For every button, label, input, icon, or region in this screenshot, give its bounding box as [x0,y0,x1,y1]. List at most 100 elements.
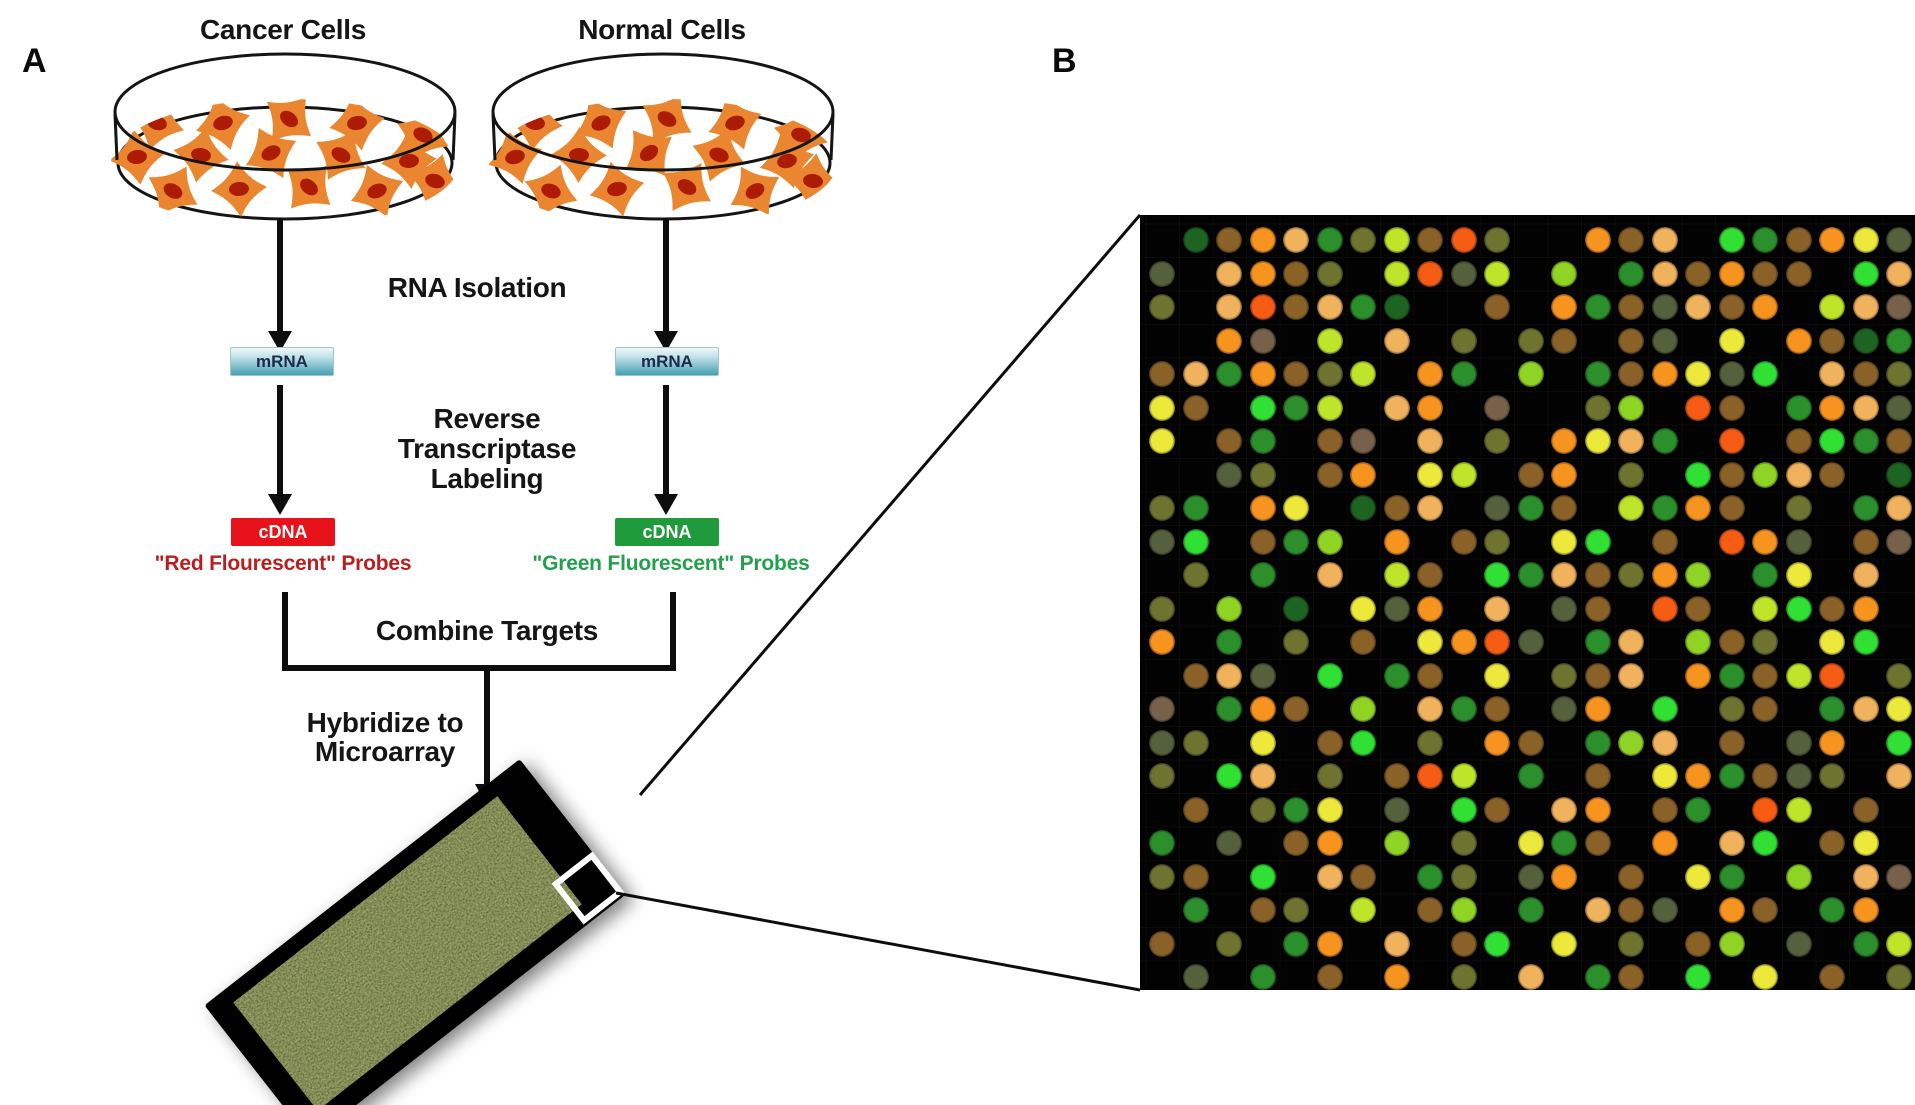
microarray-spot [1752,294,1778,320]
microarray-spot [1752,830,1778,856]
microarray-spot [1350,863,1376,890]
microarray-spot [1785,227,1812,253]
microarray-spot [1785,930,1812,957]
microarray-spot [1417,696,1443,722]
microarray-spot [1517,327,1544,354]
microarray-spot [1216,428,1242,454]
microarray-spot [1283,796,1309,823]
microarray-spot [1517,830,1544,856]
microarray-spot [1484,562,1510,588]
microarray-spot [1852,495,1879,521]
microarray-spot [1283,595,1309,622]
microarray-spot [1886,930,1912,957]
microarray-panel [1140,215,1915,990]
microarray-spot [1249,528,1276,555]
zoom-connector-bottom [615,891,1141,992]
microarray-spot [1450,327,1477,354]
microarray-spot [1618,327,1644,354]
microarray-spot [1283,361,1309,387]
microarray-spot [1383,528,1410,555]
microarray-spot [1819,897,1845,923]
microarray-spot [1551,260,1577,287]
microarray-spot [1216,930,1242,957]
microarray-spot [1618,428,1644,454]
microarray-spot [1819,595,1845,622]
microarray-spot [1584,830,1611,856]
microarray-spot [1886,863,1912,890]
microarray-spot [1350,729,1376,756]
microarray-spot [1718,461,1745,488]
microarray-spot [1718,394,1745,421]
microarray-spot [1249,294,1276,320]
microarray-spot [1182,562,1209,588]
microarray-spot [1517,863,1544,890]
mrna-badge-cancer: mRNA [230,347,334,376]
microarray-spot [1584,428,1611,454]
microarray-spot [1618,629,1644,655]
microarray-spot [1819,662,1845,689]
microarray-spot [1216,294,1242,320]
microarray-spot [1517,629,1544,655]
microarray-spot [1651,830,1678,856]
microarray-spot [1785,763,1812,789]
microarray-spot [1584,897,1611,923]
microarray-spot [1316,662,1343,689]
microarray-spot [1651,294,1678,320]
highlight-box [551,851,625,925]
microarray-spot [1417,763,1443,789]
microarray-spot [1450,227,1477,253]
microarray-spot [1685,964,1711,990]
microarray-spot [1283,294,1309,320]
microarray-spot [1249,763,1276,789]
microarray-spot [1182,394,1209,421]
microarray-spot [1383,260,1410,287]
microarray-spot [1182,964,1209,990]
microarray-spot [1283,930,1309,957]
microarray-spot [1886,361,1912,387]
microarray-spot [1283,394,1309,421]
green-probe-label: "Green Fluorescent" Probes [532,552,810,575]
microarray-spot [1852,897,1879,923]
microarray-spot [1852,260,1879,287]
microarray-spot [1718,528,1745,555]
microarray-spot [1450,260,1477,287]
microarray-spot [1785,260,1812,287]
microarray-spot [1752,595,1778,622]
microarray-spot [1584,696,1611,722]
arrow-mrna-to-cdna-red [268,385,292,515]
microarray-spot [1584,361,1611,387]
microarray-spot [1216,830,1242,856]
microarray-spot [1149,361,1175,387]
microarray-spot [1350,294,1376,320]
microarray-spot [1618,260,1644,287]
microarray-spot [1785,796,1812,823]
cdna-badge-red: cDNA [231,518,335,546]
microarray-spot [1216,629,1242,655]
dish-wall-right [829,113,835,161]
microarray-spot [1484,260,1510,287]
microarray-spot [1584,763,1611,789]
microarray-spot [1517,495,1544,521]
microarray-spot [1752,763,1778,789]
microarray-spot [1651,796,1678,823]
microarray-spot [1752,662,1778,689]
microarray-spot [1149,495,1175,521]
microarray-spot [1886,662,1912,689]
microarray-spot [1417,562,1443,588]
microarray-spot [1886,327,1912,354]
microarray-spot [1651,729,1678,756]
microarray-spot [1819,763,1845,789]
microarray-spot [1618,729,1644,756]
microarray-spot [1718,763,1745,789]
microarray-spot [1383,327,1410,354]
microarray-spot [1551,830,1577,856]
microarray-spot [1551,528,1577,555]
microarray-spot [1216,327,1242,354]
microarray-spot [1618,227,1644,253]
microarray-spot [1216,696,1242,722]
microarray-spot [1651,327,1678,354]
microarray-spot [1584,796,1611,823]
microarray-spot [1819,729,1845,756]
microarray-spot [1819,294,1845,320]
microarray-spot [1819,830,1845,856]
